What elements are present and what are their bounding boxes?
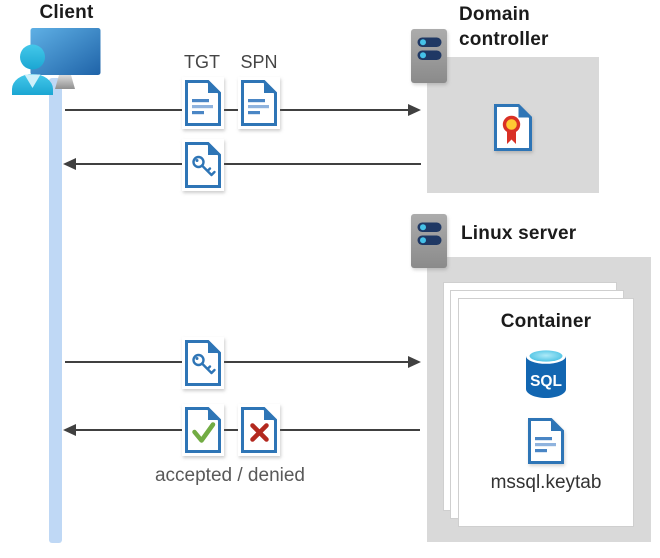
ticket-key-document-icon [185, 142, 221, 188]
monitor-icon [30, 28, 101, 75]
tgt-label: TGT [184, 52, 220, 72]
domain-controller-title: Domain controller [459, 4, 549, 50]
monitor-stand-icon [55, 75, 75, 89]
container-title: Container [500, 311, 592, 332]
user-head-icon [20, 44, 45, 70]
container-card: Container SQL mssql.keytab [458, 298, 634, 527]
ribbon-icon [507, 130, 516, 144]
linux-server-title: Linux server [461, 223, 577, 244]
keytab-file-label: mssql.keytab [490, 472, 602, 493]
spn-label: SPN [240, 52, 278, 72]
sql-badge-text: SQL [530, 373, 562, 390]
result-caption: accepted / denied [154, 465, 305, 486]
ticket-response-arrowhead-icon [63, 158, 76, 170]
accepted-check-document-icon [185, 407, 221, 453]
linux-server-icon [411, 214, 447, 268]
service-ticket-arrow [65, 361, 410, 363]
client-computer-icon [8, 26, 108, 96]
sql-database-icon: SQL [523, 346, 569, 400]
service-ticket-key-document-icon [185, 340, 221, 386]
tgt-spn-request-arrowhead-icon [408, 104, 421, 116]
auth-result-arrowhead-icon [63, 424, 76, 436]
client-timeline [49, 78, 62, 543]
user-collar-icon [24, 74, 41, 88]
tgt-document-icon [185, 80, 221, 126]
denied-cross-document-icon [241, 407, 277, 453]
tgt-spn-request-arrow [65, 109, 410, 111]
domain-controller-server-icon [411, 29, 447, 83]
keytab-file-icon [528, 418, 564, 464]
service-ticket-arrowhead-icon [408, 356, 421, 368]
certificate-icon [494, 104, 532, 151]
client-title: Client [39, 2, 94, 23]
ticket-response-arrow [75, 163, 421, 165]
spn-document-icon [241, 80, 277, 126]
